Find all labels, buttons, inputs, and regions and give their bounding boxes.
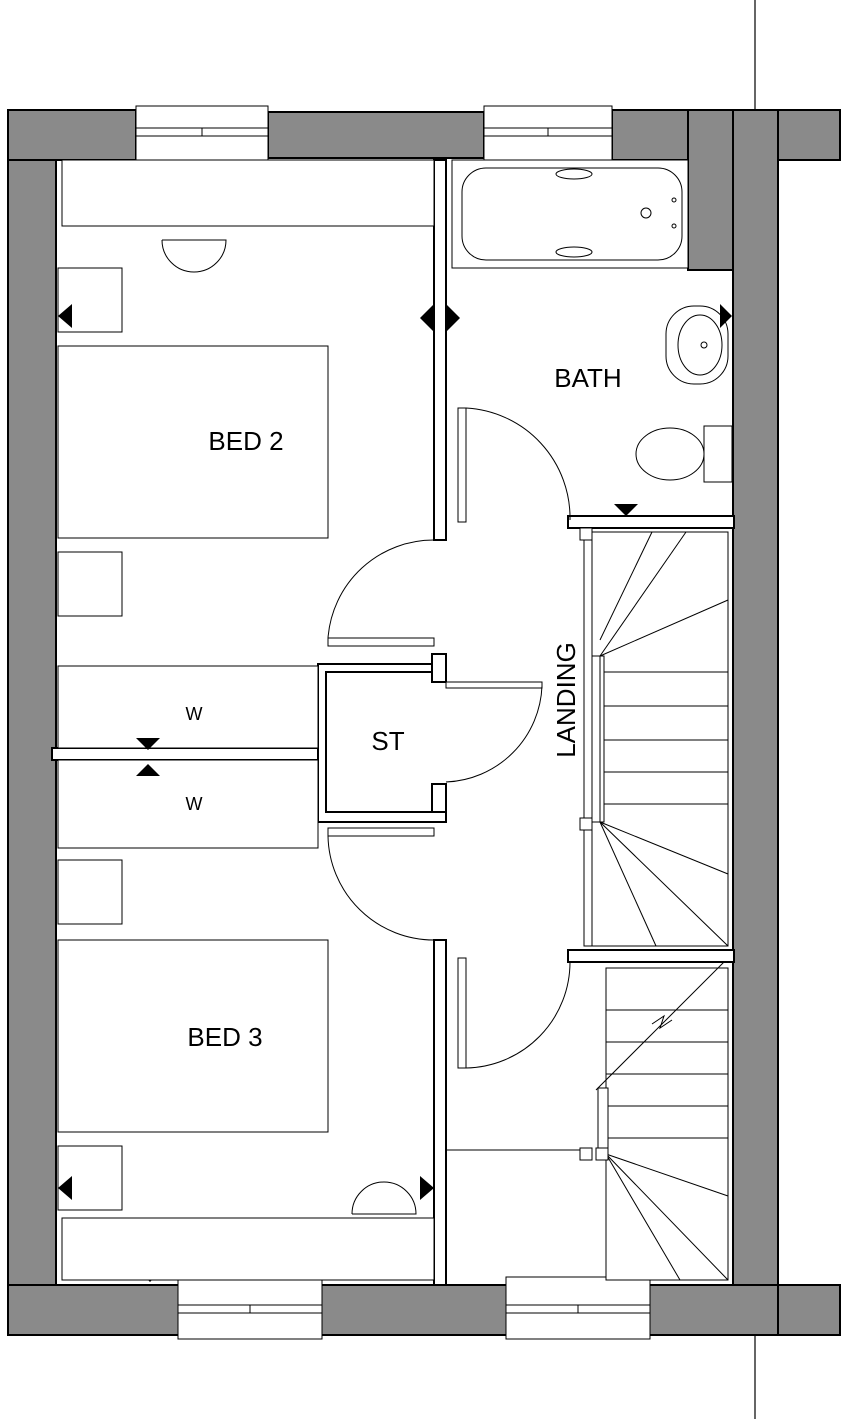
room-label-landing: LANDING	[551, 642, 581, 758]
wardrobe-label-bottom: W	[186, 794, 203, 814]
wardrobe-top	[57, 665, 319, 749]
bed-3-room	[57, 738, 435, 1281]
window-bed3	[138, 1270, 323, 1340]
landing-doors	[327, 539, 571, 1069]
staircase	[446, 527, 729, 1281]
bed-3	[57, 939, 329, 1133]
wardrobe-label-top: W	[186, 704, 203, 724]
bathroom	[451, 159, 733, 523]
room-label-bed2: BED 2	[208, 426, 283, 456]
bed-2-room	[57, 159, 460, 749]
internal-walls	[51, 159, 735, 1286]
room-label-bath: BATH	[554, 363, 621, 393]
wardrobe-bottom	[57, 759, 319, 849]
room-label-bed3: BED 3	[187, 1022, 262, 1052]
room-label-st: ST	[371, 726, 404, 756]
external-walls	[7, 109, 841, 1336]
window-landing	[505, 1276, 651, 1340]
bed-2	[57, 345, 329, 539]
window-bath	[483, 105, 639, 175]
